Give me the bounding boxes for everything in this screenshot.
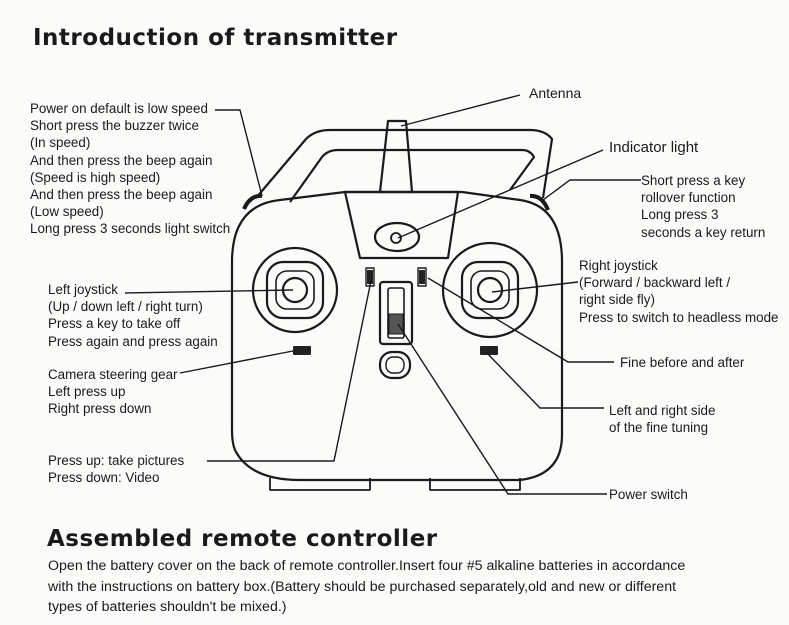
- power-switch-slider: [388, 313, 404, 335]
- label-power-default: Power on default is low speed Short pres…: [30, 101, 231, 237]
- power-switch-inner: [387, 287, 405, 339]
- section-title-assembled: Assembled remote controller: [47, 526, 438, 552]
- antenna-shape: [378, 119, 414, 194]
- leader-press-up: [207, 275, 373, 462]
- indicator-oval: [373, 221, 421, 253]
- right-joystick-square-outer: [460, 260, 520, 320]
- lr-fine-trim: [480, 346, 498, 355]
- leader-fine-before-after: [427, 277, 614, 363]
- left-joystick-ring: [251, 246, 339, 334]
- label-indicator-light: Indicator light: [609, 139, 699, 156]
- bottom-button-inner: [385, 356, 405, 374]
- center-top-panel: [343, 190, 460, 260]
- leader-antenna: [400, 94, 521, 127]
- right-joystick-ring: [441, 241, 539, 339]
- leader-lr-fine: [485, 351, 604, 409]
- label-short-press: Short press a key rollover function Long…: [641, 173, 766, 240]
- indicator-light-dot: [390, 232, 402, 244]
- assembly-instructions: Open the battery cover on the back of re…: [48, 558, 686, 615]
- camera-gear-trim: [293, 346, 311, 355]
- trim-right-vertical: [417, 267, 427, 287]
- bottom-button-outer: [378, 350, 412, 380]
- left-shoulder-button: [242, 193, 263, 210]
- leader-power-switch: [397, 323, 607, 495]
- leader-left-joystick: [124, 289, 294, 294]
- handle-outline: [255, 128, 554, 199]
- handle-inner: [289, 148, 536, 203]
- label-fine-before-after: Fine before and after: [620, 355, 745, 370]
- bottom-foot-right: [429, 478, 521, 491]
- trim-right-vertical-fill: [419, 270, 425, 284]
- label-right-joystick: Right joystick (Forward / backward left …: [579, 258, 779, 325]
- power-switch-frame: [378, 280, 414, 346]
- controller-body: [230, 190, 564, 482]
- label-lr-fine-tuning: Left and right side of the fine tuning: [609, 403, 716, 436]
- bottom-foot-left: [269, 478, 371, 491]
- leader-power-default: [215, 109, 263, 197]
- leader-camera-gear: [179, 349, 299, 374]
- leader-short-press: [542, 179, 641, 201]
- label-antenna: Antenna: [529, 85, 582, 101]
- leader-indicator: [397, 149, 604, 239]
- right-shoulder-button: [529, 193, 550, 211]
- right-joystick-knob: [476, 276, 504, 304]
- section-title-transmitter: Introduction of transmitter: [33, 25, 398, 51]
- label-power-switch: Power switch: [609, 487, 688, 502]
- leader-right-joystick: [491, 281, 579, 293]
- label-left-joystick: Left joystick (Up / down left / right tu…: [48, 282, 218, 349]
- label-camera-gear: Camera steering gear Left press up Right…: [48, 367, 178, 417]
- label-press-up: Press up: take pictures Press down: Vide…: [48, 453, 185, 486]
- trim-left-vertical-fill: [367, 270, 373, 284]
